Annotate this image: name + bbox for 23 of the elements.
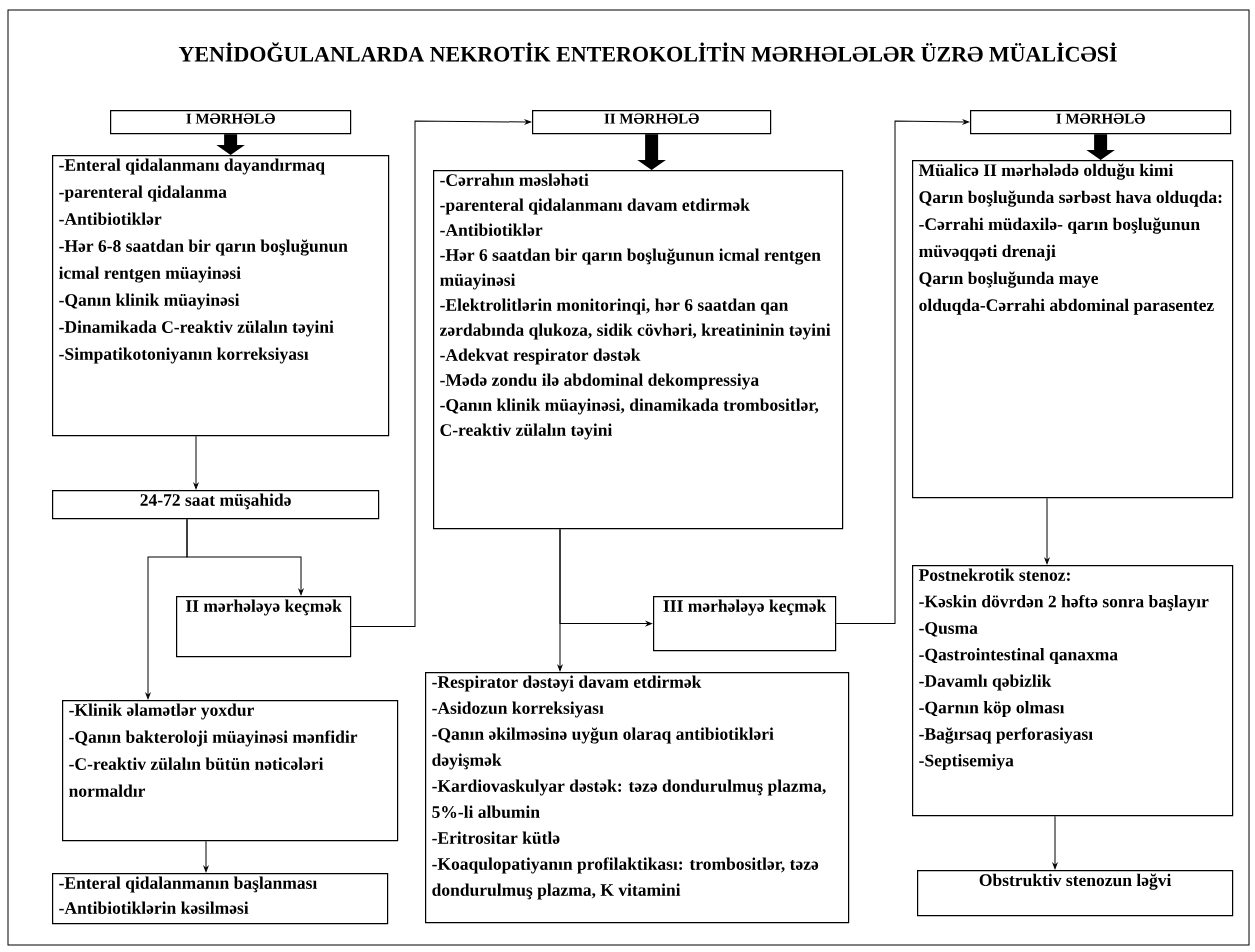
arrow [1044,497,1050,565]
list-box: -Enteral qidalanmanın başlanması -Antibiotiklərin kəsilməsi [52,873,389,925]
list-box: -Respirator dəstəyi davam etdirmək -Asidozun korreksiyası -Qanın əkilməsinə uyğun olaraq antibiotikləri dəyişmək -Kardiovaskulyar dəstək: təzə dondurulmuş plazma, 5%-li albumin -Eritrositar kütlə -Koaqulopatiyanın profilaktikası: trombositlər, təzə dondurulmuş plazma, K vitamini [425,672,850,924]
title: YENİDOĞULANLARDA NEKROTİK ENTEROKOLİTİN MƏRHƏLƏLƏR ÜZRƏ MÜALİCƏSİ [178,42,1117,62]
arrow [145,518,188,700]
step-box: III mərhələyə keçmək [653,596,837,652]
step-box: II mərhələyə keçmək [176,596,352,658]
step-box: 24-72 saat müşahidə [52,490,380,520]
arrow [1052,815,1058,870]
arrow [350,119,532,628]
step-box: II MƏRHƏLƏ [532,110,772,135]
arrow [193,435,199,490]
step-box: Obstruktiv stenozun ləğvi [917,870,1234,917]
list-box: -Enteral qidalanmanı dayandırmaq -parenteral qidalanma -Antibiotiklər -Hər 6-8 saatdan bir qarın boşluğunun icmal rentgen müayinəsi -Qanın klinik müayinəsi -Dinamikada C-reaktiv zülalın təyini -Simpatikotoniyanın korreksiyası [52,155,390,437]
step-box: I MƏRHƏLƏ [110,110,352,135]
arrow [203,840,209,873]
list-box: -Cərrahın məsləhəti -parenteral qidalanmanı davam etdirmək -Antibiotiklər -Hər 6 saatdan bir qarın boşluğunun icmal rentgen müayinəsi -Elektrolitlərin monitorinqi, hər 6 saatdan qan zərdabında qlukoza, sidik cövhəri, kreatininin təyini -Adekvat respirator dəstək -Mədə zondu ilə abdominal dekompressiya -Qanın klinik müayinəsi, dinamikada trombositlər, C-reaktiv zülalın təyini [433,170,844,530]
step-box: I MƏRHƏLƏ [970,110,1232,135]
list-box: -Klinik əlamətlər yoxdur -Qanın bakteroloji müayinəsi mənfidir -C-reaktiv zülalın bütün nəticələri normaldır [62,700,399,842]
arrow [835,119,970,625]
arrow [559,528,653,626]
list-box: Postnekrotik stenoz: -Kəskin dövrdən 2 həftə sonra başlayır -Qusma -Qastrointestinal qanaxma -Davamlı qəbizlik -Qarnın köp olması -Bağırsaq perforasiyası -Septisemiya [912,565,1234,817]
list-box: Müalicə II mərhələdə olduğu kimi Qarın boşluğunda sərbəst hava olduqda: -Cərrahi müdaxilə- qarın boşluğunun müvəqqəti drenaji Qarın boşluğunda maye olduqda-Cərrahi abdominal parasentez [912,160,1234,499]
